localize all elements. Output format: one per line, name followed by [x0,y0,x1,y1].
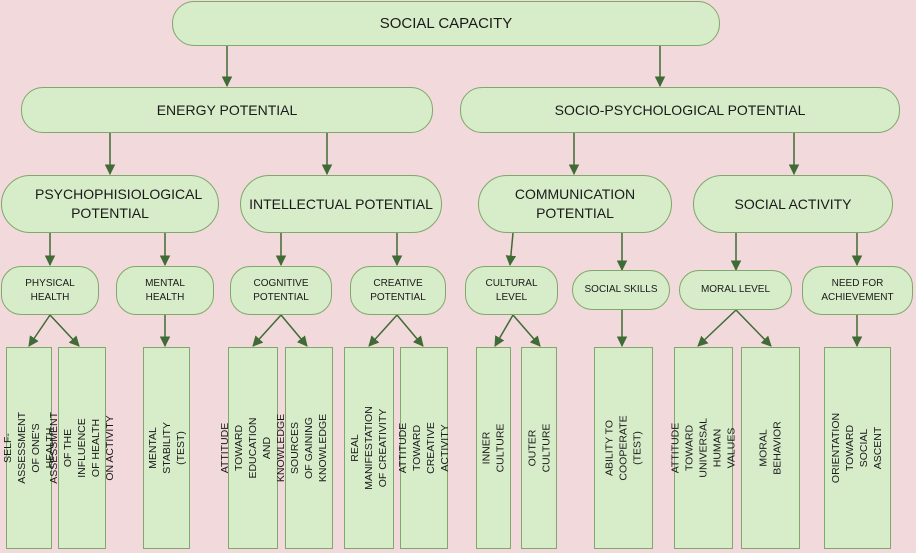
node-need-for-achievement: NEED FOR ACHIEVEMENT [802,266,913,315]
leaf-sources-knowledge: SOURCES OF GAINING KNOWLEDGE [285,347,333,549]
node-social-skills: SOCIAL SKILLS [572,270,670,310]
leaf-label: SOURCES OF GAINING KNOWLEDGE [289,413,329,483]
leaf-label: REAL MANIFESTATION OF CREATIVITY [349,406,390,490]
leaf-ability-to-cooperate: ABILITY TO COOPERATE (TEST) [594,347,653,549]
leaf-real-manifestation-creativity: REAL MANIFESTATION OF CREATIVITY [344,347,394,549]
node-label: INTELLECTUAL POTENTIAL [249,195,433,212]
leaf-outer-culture: OUTER CULTURE [521,347,557,549]
leaf-inner-culture: INNER CULTURE [476,347,511,549]
node-psychophisiological-potential: PSYCHOPHISIOLOGICAL POTENTIAL [1,175,219,233]
leaf-attitude-education: ATTITUDE TOWARD EDUCATION AND KNOWLEDGE [219,347,287,549]
leaf-attitude-universal-values: ATTITUDE TOWARD UNIVERSAL HUMAN VALUES [670,347,738,549]
node-mental-health: MENTAL HEALTH [116,266,214,315]
node-label: CULTURAL LEVEL [485,277,538,303]
leaf-assessment-influence-health: ASSESSMENT OF THE INFLUENCE OF HEALTH ON… [48,347,116,549]
leaf-label: MORAL BEHAVIOR [757,421,784,475]
leaf-label: INNER CULTURE [480,423,507,473]
leaf-label: ABILITY TO COOPERATE (TEST) [603,415,644,481]
leaf-moral-behavior: MORAL BEHAVIOR [741,347,800,549]
node-label: SOCIAL SKILLS [584,284,658,295]
leaf-label: ORIENTATION TOWARD SOCIAL ASCENT [830,412,885,484]
node-energy-potential: ENERGY POTENTIAL [21,87,433,133]
leaf-label: ATTITUDE TOWARD CREATIVE ACTIVITY [397,422,452,474]
leaf-attitude-creative-activity: ATTITUDE TOWARD CREATIVE ACTIVITY [397,347,451,549]
leaf-label: MENTAL STABILITY (TEST) [146,422,187,474]
leaf-label: ATTITUDE TOWARD UNIVERSAL HUMAN VALUES [669,418,738,478]
leaf-label: ATTITUDE TOWARD EDUCATION AND KNOWLEDGE [219,413,288,483]
node-label: PHYSICAL HEALTH [25,277,75,303]
node-label: COMMUNICATION POTENTIAL [514,186,636,221]
leaf-orientation-social-ascent: ORIENTATION TOWARD SOCIAL ASCENT [824,347,891,549]
node-creative-potential: CREATIVE POTENTIAL [350,266,446,315]
node-socio-psychological-potential: SOCIO-PSYCHOLOGICAL POTENTIAL [460,87,900,133]
node-label: MORAL LEVEL [700,284,771,295]
leaf-label: OUTER CULTURE [526,423,552,473]
leaf-mental-stability: MENTAL STABILITY (TEST) [143,347,190,549]
node-label: MENTAL HEALTH [145,277,185,303]
node-label: ENERGY POTENTIAL [156,102,298,118]
node-label: SOCIO-PSYCHOLOGICAL POTENTIAL [554,102,806,118]
node-physical-health: PHYSICAL HEALTH [1,266,99,315]
node-intellectual-potential: INTELLECTUAL POTENTIAL [240,175,442,233]
node-social-activity: SOCIAL ACTIVITY [693,175,893,233]
node-communication-potential: COMMUNICATION POTENTIAL [478,175,672,233]
node-label: SOCIAL CAPACITY [379,15,513,32]
node-social-capacity: SOCIAL CAPACITY [172,1,720,46]
node-cognitive-potential: COGNITIVE POTENTIAL [230,266,332,315]
node-label: CREATIVE POTENTIAL [370,277,426,303]
node-moral-level: MORAL LEVEL [679,270,792,310]
node-label: NEED FOR ACHIEVEMENT [821,277,894,303]
node-label: COGNITIVE POTENTIAL [253,277,309,303]
node-cultural-level: CULTURAL LEVEL [465,266,558,315]
leaf-label: ASSESSMENT OF THE INFLUENCE OF HEALTH ON… [48,412,117,484]
leaf-self-assessment-health: SELF-ASSESSMENT OF ONE'S HEALTH [2,347,56,549]
node-label: PSYCHOPHISIOLOGICAL POTENTIAL [35,186,203,221]
node-label: SOCIAL ACTIVITY [734,195,852,212]
